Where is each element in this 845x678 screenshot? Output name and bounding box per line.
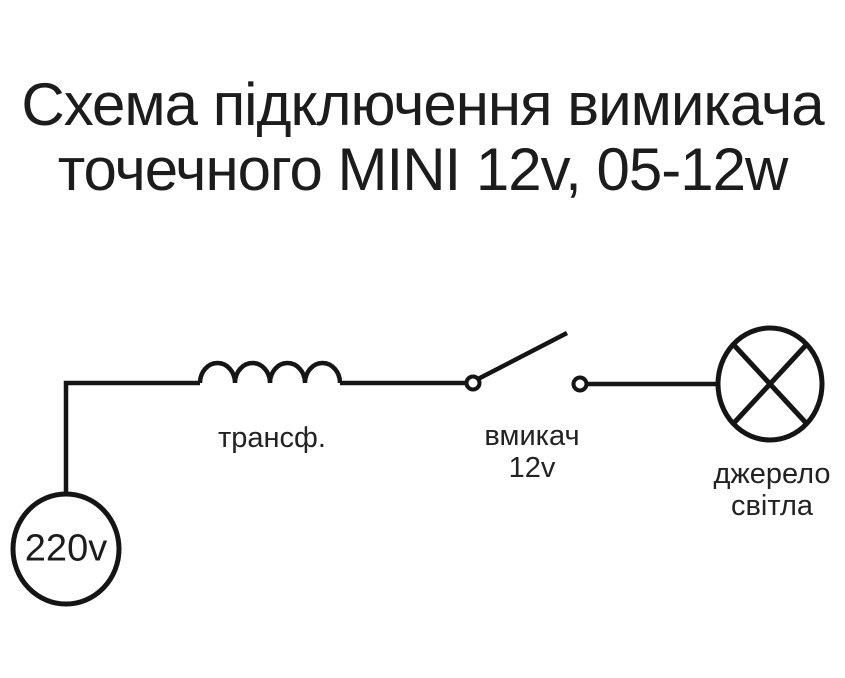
inductor-coil-icon [197, 360, 343, 384]
switch-label-line2: 12v [508, 452, 556, 484]
diagram-title-line1: Схема підключення вимикача [21, 71, 824, 138]
power-source-symbol [10, 491, 122, 607]
switch-lever [476, 331, 569, 381]
switch-label-line1: вмикач [484, 420, 580, 452]
wire-source-to-coil [63, 380, 200, 494]
lamp-circle [715, 325, 825, 443]
diagram-title-line2: точечного MINI 12v, 05-12w [57, 136, 789, 203]
switch-label: вмикач 12v [484, 420, 579, 484]
lamp-symbol [715, 325, 825, 443]
lamp-label: джерело світла [713, 458, 830, 522]
transformer-label: трансф. [218, 422, 326, 454]
transformer-label-text: трансф. [218, 422, 326, 454]
lamp-label-line2: світла [730, 490, 814, 522]
switch-symbol [464, 331, 589, 393]
power-source-label: 220v [24, 527, 108, 570]
switch-contact-left [464, 374, 482, 392]
diagram-title: Схема підключення вимикача точечного MIN… [0, 72, 845, 202]
lamp-label-line1: джерело [713, 458, 831, 490]
lamp-cross-line-2 [731, 342, 809, 426]
switch-contact-right [571, 375, 589, 393]
